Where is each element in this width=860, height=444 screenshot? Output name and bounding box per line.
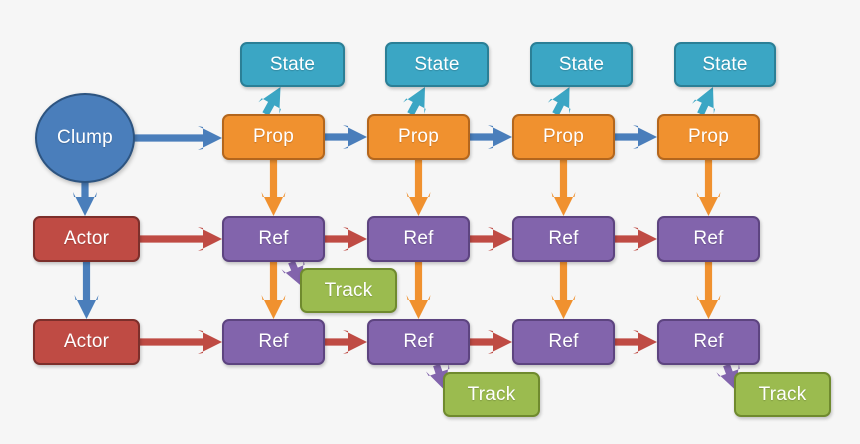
node-label: Ref	[258, 331, 289, 352]
edge-prop3-to-prop4	[615, 125, 657, 149]
node-state4[interactable]: State	[674, 42, 776, 87]
node-ref2[interactable]: Ref	[367, 216, 470, 262]
node-clump[interactable]: Clump	[35, 93, 135, 183]
node-label: Ref	[693, 331, 724, 352]
node-ref3[interactable]: Ref	[512, 216, 615, 262]
node-ref1[interactable]: Ref	[222, 216, 325, 262]
edge-prop1-to-ref1	[261, 160, 286, 216]
node-track1[interactable]: Track	[300, 268, 397, 313]
edge-ref3-to-ref7	[551, 262, 576, 319]
node-label: Prop	[543, 126, 584, 147]
node-label: Ref	[548, 228, 579, 249]
node-ref7[interactable]: Ref	[512, 319, 615, 365]
node-label: Ref	[258, 228, 289, 249]
edge-prop3-to-state3	[547, 87, 571, 116]
node-label: Prop	[688, 126, 729, 147]
node-label: Ref	[693, 228, 724, 249]
edge-prop3-to-ref3	[551, 160, 576, 216]
node-label: State	[269, 53, 316, 75]
node-ref4[interactable]: Ref	[657, 216, 760, 262]
node-state1[interactable]: State	[240, 42, 345, 87]
edge-prop2-to-state2	[403, 87, 426, 116]
edge-prop2-to-prop3	[470, 125, 512, 149]
edge-ref1-to-track1	[281, 259, 305, 287]
edge-ref4-to-ref8	[696, 262, 721, 319]
node-state2[interactable]: State	[385, 42, 489, 87]
edge-ref2-to-ref3	[470, 227, 512, 251]
node-label: Prop	[398, 126, 439, 147]
node-label: Track	[324, 279, 373, 301]
edge-ref1-to-ref5	[261, 262, 286, 319]
node-ref5[interactable]: Ref	[222, 319, 325, 365]
node-label: Ref	[403, 331, 434, 352]
edge-prop2-to-ref2	[406, 160, 431, 216]
node-label: Track	[467, 383, 516, 405]
edge-ref7-to-ref8	[615, 330, 657, 354]
edge-ref2-to-ref6	[406, 262, 431, 319]
edge-ref5-to-ref6	[325, 330, 367, 354]
edge-prop1-to-state1	[258, 87, 281, 116]
node-state3[interactable]: State	[530, 42, 633, 87]
edge-ref1-to-ref2	[325, 227, 367, 251]
edge-ref3-to-ref4	[615, 227, 657, 251]
edge-ref6-to-ref7	[470, 330, 512, 354]
edge-actor1-to-ref1	[140, 227, 222, 251]
node-ref8[interactable]: Ref	[657, 319, 760, 365]
node-label: State	[702, 53, 748, 75]
node-prop4[interactable]: Prop	[657, 114, 760, 160]
edge-clump-to-actor1	[73, 180, 97, 216]
node-label: State	[558, 53, 605, 75]
node-label: Ref	[548, 331, 579, 352]
edge-clump-to-prop1	[132, 126, 222, 150]
node-label: Clump	[57, 127, 113, 148]
node-prop2[interactable]: Prop	[367, 114, 470, 160]
edge-prop4-to-ref4	[696, 160, 721, 216]
node-track2[interactable]: Track	[443, 372, 540, 417]
node-actor2[interactable]: Actor	[33, 319, 140, 365]
node-label: Ref	[403, 228, 434, 249]
node-label: State	[414, 53, 460, 75]
edge-ref8-to-track3	[716, 363, 740, 391]
node-prop3[interactable]: Prop	[512, 114, 615, 160]
node-actor1[interactable]: Actor	[33, 216, 140, 262]
edge-prop1-to-prop2	[325, 125, 367, 149]
node-label: Actor	[63, 228, 110, 249]
edge-actor1-to-actor2	[74, 262, 99, 319]
node-track3[interactable]: Track	[734, 372, 831, 417]
node-label: Track	[758, 383, 807, 405]
node-label: Prop	[253, 126, 294, 147]
edge-prop4-to-state4	[692, 87, 715, 116]
node-ref6[interactable]: Ref	[367, 319, 470, 365]
edge-actor2-to-ref5	[140, 330, 222, 354]
node-prop1[interactable]: Prop	[222, 114, 325, 160]
node-label: Actor	[63, 331, 110, 352]
